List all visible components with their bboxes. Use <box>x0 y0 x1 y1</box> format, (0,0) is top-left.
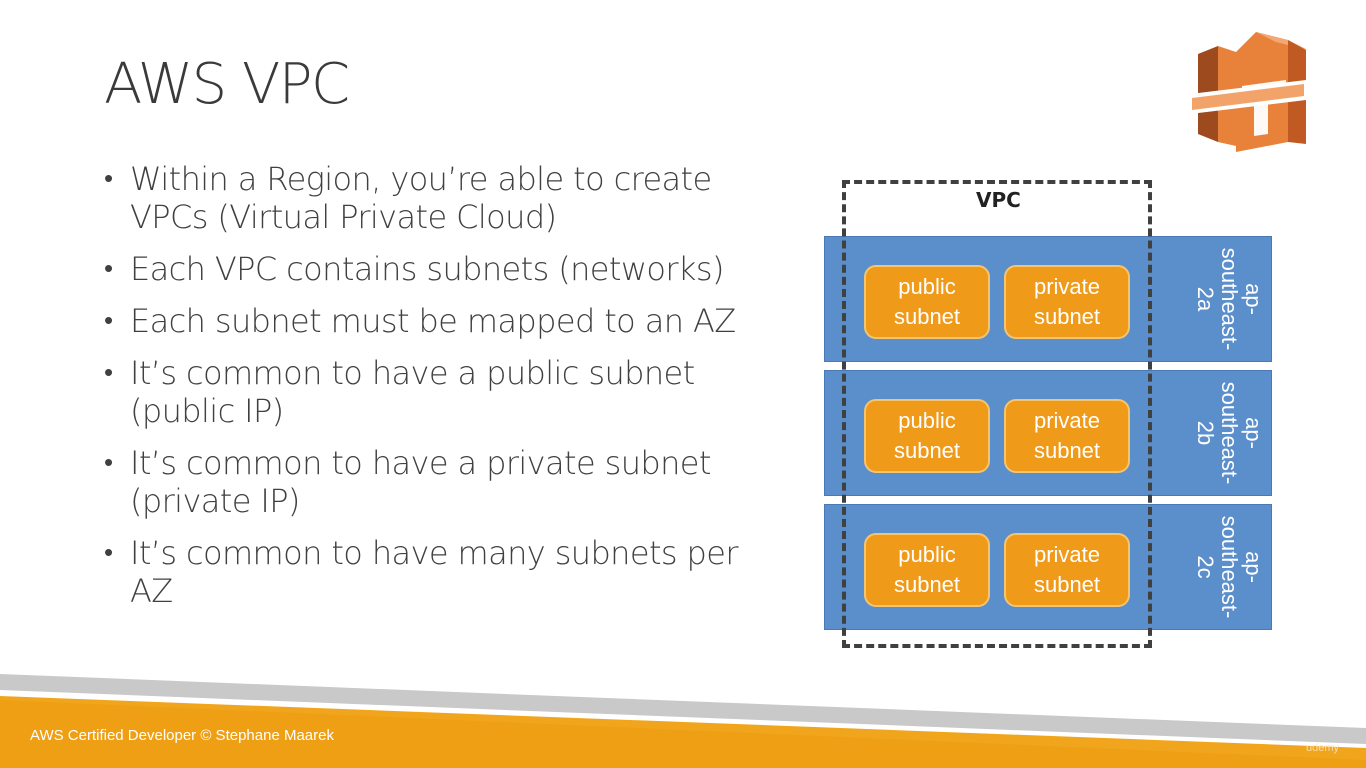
public-subnet-2c: public subnet <box>864 533 990 607</box>
az-label-2b: ap- southeast- 2b <box>1193 381 1266 485</box>
vpc-boundary <box>842 180 1152 648</box>
bullet-item: Each subnet must be mapped to an AZ <box>104 302 784 340</box>
bullet-item: It’s common to have a public subnet (pub… <box>104 354 784 430</box>
bullet-item: Within a Region, you’re able to create V… <box>104 160 784 236</box>
private-subnet-2a: private subnet <box>1004 265 1130 339</box>
public-subnet-2b: public subnet <box>864 399 990 473</box>
footer-copyright: AWS Certified Developer © Stephane Maare… <box>30 727 334 744</box>
vpc-label: VPC <box>976 188 1021 212</box>
az-label-2c: ap- southeast- 2c <box>1193 515 1266 619</box>
udemy-watermark: udemy <box>1306 742 1340 754</box>
page-title: AWS VPC <box>104 52 350 117</box>
bullet-item: It’s common to have many subnets per AZ <box>104 534 784 610</box>
aws-vpc-logo-icon <box>1190 32 1308 152</box>
az-label-2a: ap- southeast- 2a <box>1193 247 1266 351</box>
bullet-item: It’s common to have a private subnet (pr… <box>104 444 784 520</box>
private-subnet-2b: private subnet <box>1004 399 1130 473</box>
bullet-list: Within a Region, you’re able to create V… <box>104 160 784 624</box>
public-subnet-2a: public subnet <box>864 265 990 339</box>
bullet-item: Each VPC contains subnets (networks) <box>104 250 784 288</box>
private-subnet-2c: private subnet <box>1004 533 1130 607</box>
